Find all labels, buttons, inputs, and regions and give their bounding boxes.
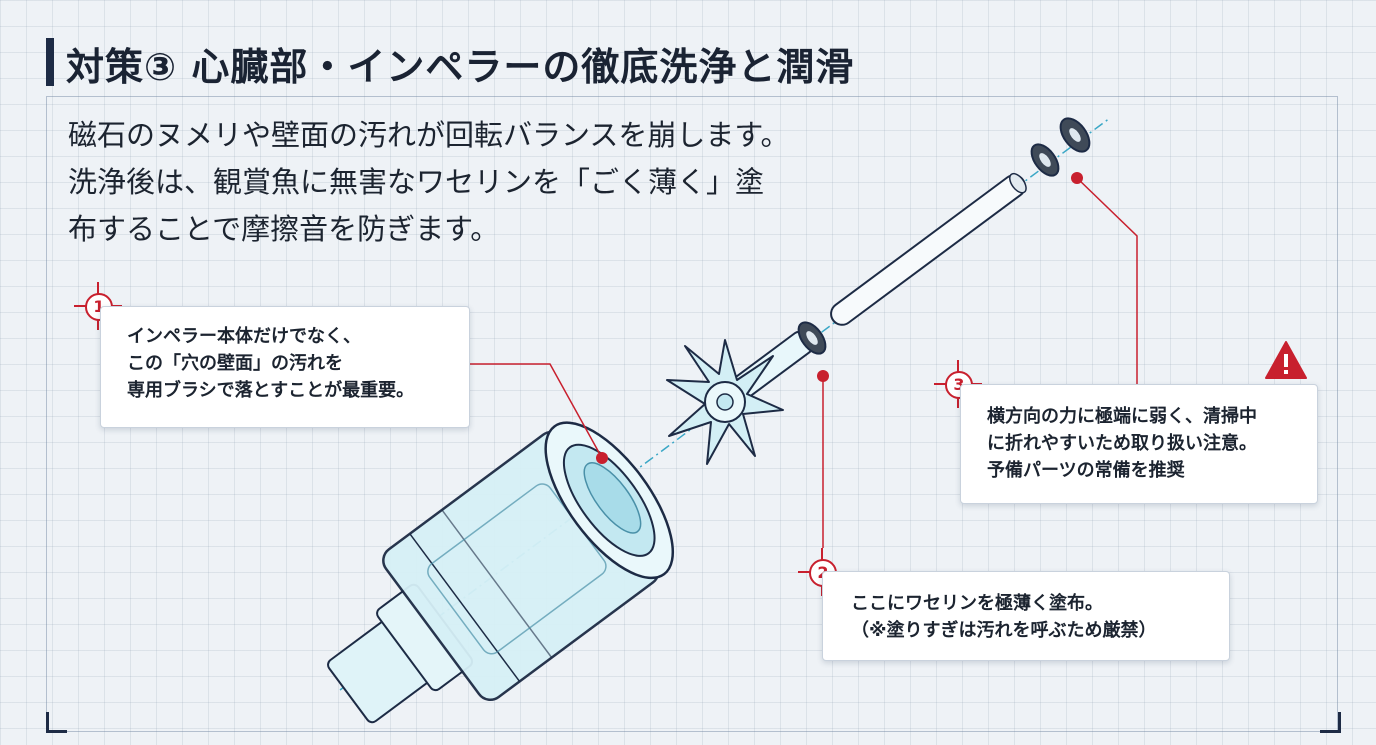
content-frame — [46, 96, 1338, 732]
callout-3-line: 予備パーツの常備を推奨 — [987, 460, 1185, 481]
callout-1-line: この「穴の壁面」の汚れを — [127, 353, 343, 374]
intro-line: 磁石のヌメリや壁面の汚れが回転バランスを崩します。 — [68, 118, 790, 152]
title-accent-bar — [46, 38, 54, 86]
badge-number-3: 3 — [953, 375, 965, 394]
leader-line-3 — [1076, 177, 1138, 384]
intro-text: 磁石のヌメリや壁面の汚れが回転バランスを崩します。 洗浄後は、観賞魚に無害なワセ… — [68, 112, 848, 253]
callout-3: 横方向の力に極端に弱く、清掃中 に折れやすいため取り扱い注意。 予備パーツの常備… — [960, 384, 1318, 504]
impeller-housing — [327, 421, 675, 724]
intro-line: 布することで摩擦音を防ぎます。 — [68, 212, 500, 246]
crosshair-icon: 1 — [74, 282, 122, 330]
washer-outer-a — [1030, 143, 1060, 177]
callout-1-line: インペラー本体だけでなく、 — [127, 326, 361, 347]
callout-3-line: 横方向の力に極端に弱く、清掃中 — [987, 406, 1257, 427]
intro-line: 洗浄後は、観賞魚に無害なワセリンを「ごく薄く」塗 — [68, 165, 765, 199]
callout-1: インペラー本体だけでなく、 この「穴の壁面」の汚れを 専用ブラシで落とすことが最… — [100, 306, 470, 428]
washer-inner — [797, 321, 827, 355]
ceramic-shaft — [830, 172, 1027, 326]
washer-outer-b — [1059, 117, 1091, 153]
impeller-rotor — [666, 330, 813, 465]
callout-2-line: ここにワセリンを極薄く塗布。 — [851, 593, 1103, 614]
badge-number-1: 1 — [93, 297, 105, 316]
callout-3-line: に折れやすいため取り扱い注意。 — [987, 433, 1257, 454]
frame-corner-bottom-left — [46, 712, 67, 733]
callout-2: ここにワセリンを極薄く塗布。 （※塗りすぎは汚れを呼ぶため厳禁） — [822, 571, 1230, 661]
page-title: 対策③ 心臓部・インペラーの徹底洗浄と潤滑 — [66, 45, 855, 89]
callout-2-line: （※塗りすぎは汚れを呼ぶため厳禁） — [851, 620, 1157, 641]
callout-1-line: 専用ブラシで落とすことが最重要。 — [127, 380, 415, 401]
leader-line-1 — [470, 363, 603, 459]
frame-corner-bottom-right — [1320, 712, 1341, 733]
warning-triangle-icon — [1265, 341, 1307, 379]
